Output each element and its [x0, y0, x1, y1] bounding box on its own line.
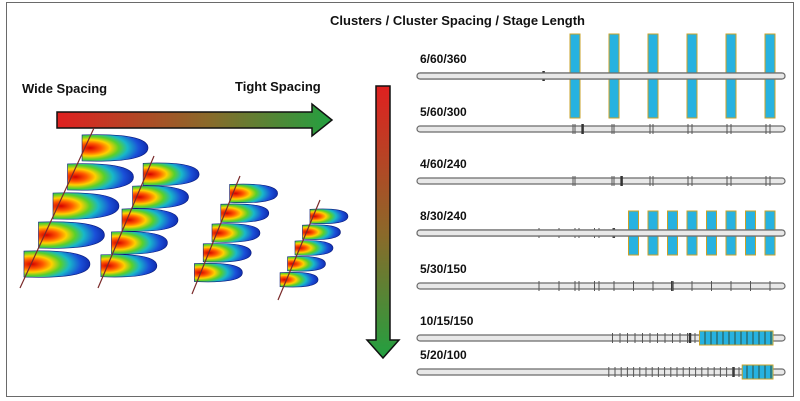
- fracture-wing: [302, 224, 341, 240]
- stage-label: 4/60/240: [420, 157, 467, 171]
- stage-row: 6/60/360: [416, 33, 786, 119]
- tight-spacing-label: Tight Spacing: [235, 79, 321, 94]
- fracture-wing: [67, 163, 134, 191]
- fracture-wing: [220, 203, 270, 223]
- fracture-wing: [279, 272, 319, 288]
- stage-label: 6/60/360: [420, 52, 467, 66]
- wellbore-pipe: [416, 125, 786, 133]
- stage-label: 8/30/240: [420, 209, 467, 223]
- wellbore-line: [97, 155, 155, 289]
- stage-row: 5/30/150: [416, 262, 786, 291]
- fracture-wing: [121, 208, 179, 232]
- fracture-wing: [229, 183, 278, 203]
- medium-spacing-fracs: [97, 155, 200, 289]
- fracture-wing: [194, 263, 243, 283]
- wellbore-pipe: [416, 334, 786, 342]
- stage-row: 8/30/240: [416, 209, 786, 256]
- fracture-wing: [142, 162, 200, 186]
- fracture-wing: [23, 250, 91, 278]
- stage-diagrams: 6/60/360 5/60/300 4/60/240 8/30/240 5/30/150…: [416, 33, 786, 380]
- fracture-wing: [294, 240, 334, 256]
- stage-row: 4/60/240: [416, 157, 786, 186]
- wellbore-pipe: [416, 177, 786, 185]
- fracture-wing: [309, 208, 349, 224]
- fracture-wing: [202, 243, 252, 263]
- wellbore-pipe-overlay: [416, 229, 786, 237]
- stage-row: 10/15/150: [416, 314, 786, 346]
- wellbore-pipe: [416, 282, 786, 290]
- stage-row: 5/60/300: [416, 105, 786, 134]
- wellbore-line: [19, 127, 95, 289]
- fracture-wing: [52, 192, 120, 220]
- stage-row: 5/20/100: [416, 348, 786, 380]
- wide-spacing-label: Wide Spacing: [22, 81, 108, 96]
- fracture-wing: [81, 134, 149, 162]
- wide-spacing-fracs: [19, 127, 149, 289]
- cluster-block: [741, 364, 774, 380]
- fracture-wing: [211, 223, 261, 243]
- stage-order-arrow: [365, 85, 401, 360]
- wellbore-pipe-overlay: [416, 72, 786, 80]
- stage-label: 5/60/300: [420, 105, 467, 119]
- tight-spacing-fracs: [277, 199, 349, 301]
- stage-label: 10/15/150: [420, 314, 474, 328]
- fracture-wing: [287, 256, 326, 272]
- fracture-wing: [111, 231, 168, 255]
- fracture-wing: [132, 185, 189, 209]
- wellbore-line: [277, 199, 321, 301]
- fracture-groups: [19, 127, 349, 301]
- spacing-arrow: [56, 102, 334, 138]
- wellbore-pipe: [416, 368, 786, 376]
- cluster-block: [699, 330, 774, 346]
- wellbore-line: [191, 175, 241, 295]
- fracture-wing: [100, 254, 158, 278]
- stage-label: 5/30/150: [420, 262, 467, 276]
- close-spacing-fracs: [191, 175, 278, 295]
- figure-title: Clusters / Cluster Spacing / Stage Lengt…: [330, 13, 585, 28]
- fracture-wing: [38, 221, 105, 249]
- stage-label: 5/20/100: [420, 348, 467, 362]
